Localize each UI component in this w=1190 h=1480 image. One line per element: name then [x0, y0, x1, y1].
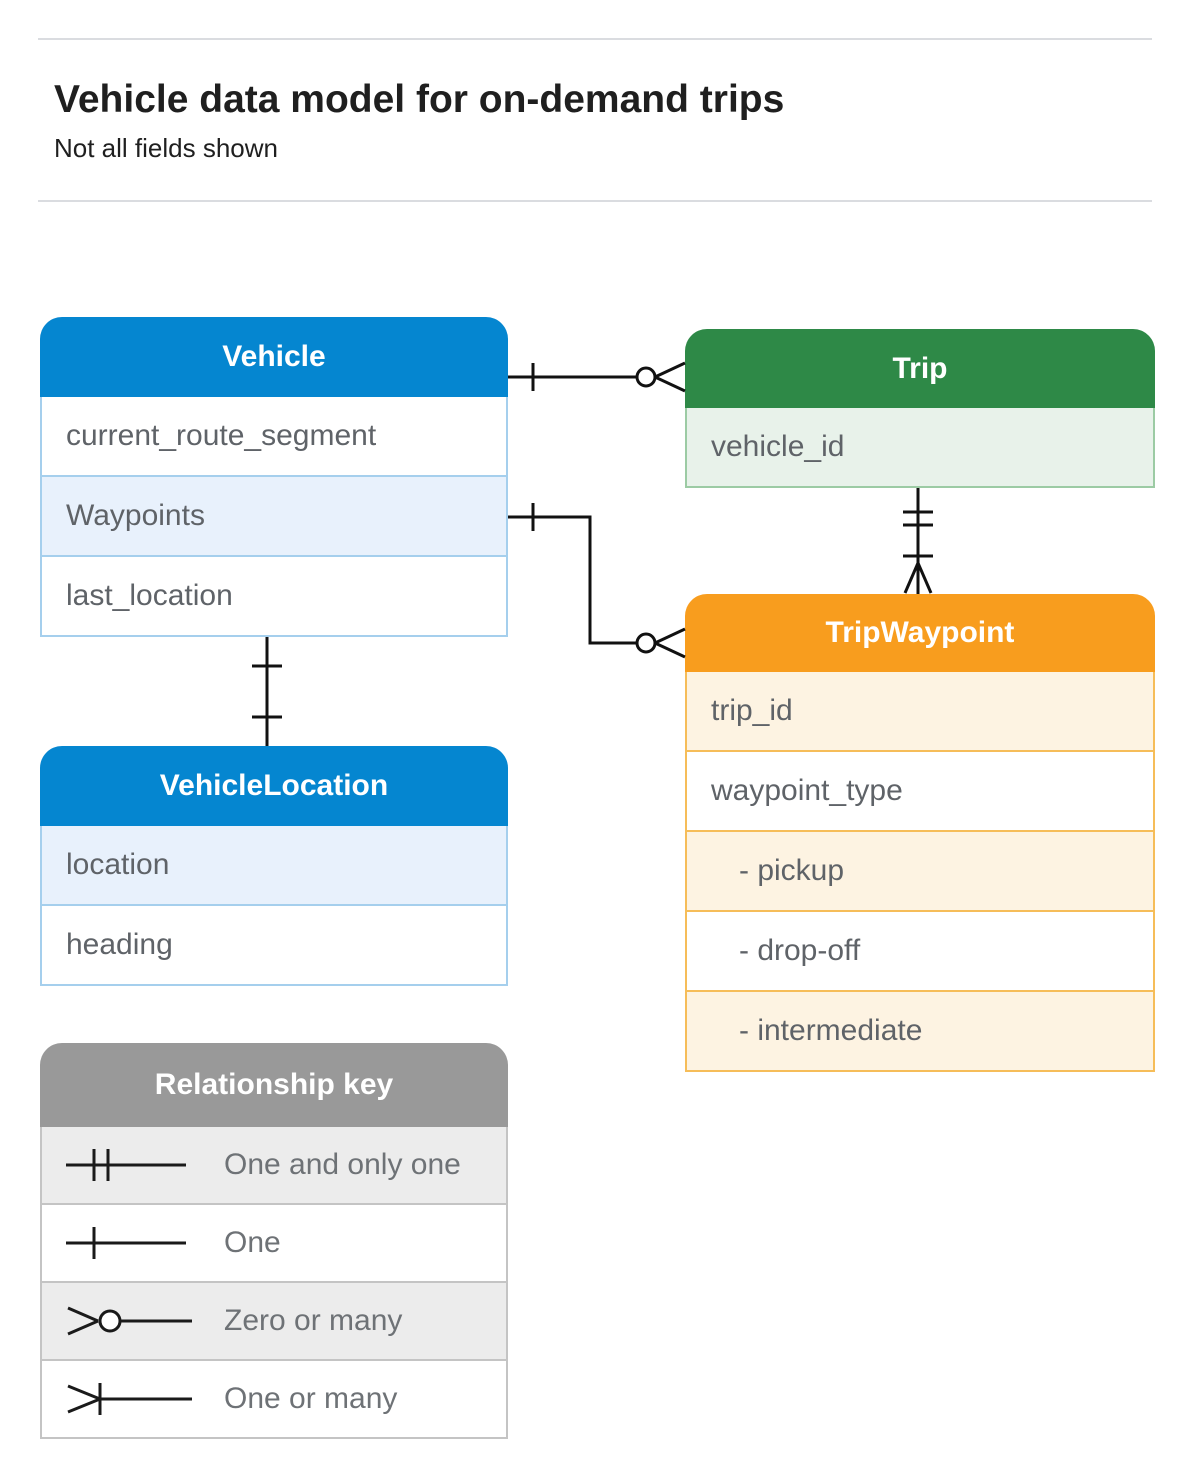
field-row-current-route-segment: current_route_segment — [42, 397, 506, 475]
connector-vehicle-trip — [508, 361, 686, 393]
relationship-key-header: Relationship key — [40, 1043, 508, 1127]
field-label: waypoint_type — [711, 774, 903, 807]
field-row-drop-off: - drop-off — [687, 910, 1153, 990]
entity-trip-title: Trip — [892, 351, 948, 385]
legend-row-one: One — [42, 1203, 506, 1281]
entity-vehicle-location: VehicleLocation location heading — [40, 746, 508, 986]
entity-vehicle-header: Vehicle — [40, 317, 508, 397]
field-row-intermediate: - intermediate — [687, 990, 1153, 1070]
entity-trip: Trip vehicle_id — [685, 329, 1155, 488]
field-label: last_location — [66, 579, 233, 612]
entity-trip-body: vehicle_id — [685, 408, 1155, 488]
entity-trip-waypoint: TripWaypoint trip_id waypoint_type - pic… — [685, 594, 1155, 1072]
entity-vehicle-location-title: VehicleLocation — [159, 769, 389, 802]
field-row-pickup: - pickup — [687, 830, 1153, 910]
one-icon — [66, 1227, 186, 1259]
entity-vehicle-title: Vehicle — [222, 340, 326, 373]
legend-label: One or many — [224, 1382, 398, 1415]
title-divider — [38, 200, 1152, 202]
entity-trip-header: Trip — [685, 329, 1155, 408]
legend-row-one-and-only-one: One and only one — [42, 1127, 506, 1203]
field-label: location — [66, 848, 170, 881]
connector-vehicle-vehiclelocation — [252, 637, 282, 746]
legend-label: Zero or many — [224, 1304, 403, 1337]
entity-vehicle-location-header: VehicleLocation — [40, 746, 508, 826]
field-label: trip_id — [711, 694, 793, 727]
one-or-many-icon — [67, 1383, 192, 1415]
entity-vehicle: Vehicle current_route_segment Waypoints … — [40, 317, 508, 637]
page-subtitle: Not all fields shown — [54, 133, 278, 163]
relationship-key-title: Relationship key — [154, 1068, 394, 1101]
field-label: Waypoints — [66, 499, 205, 532]
entity-trip-waypoint-title: TripWaypoint — [825, 616, 1015, 649]
field-row-waypoint-type: waypoint_type — [687, 750, 1153, 830]
relationship-key: Relationship key One and only one — [40, 1043, 508, 1439]
legend-row-zero-or-many: Zero or many — [42, 1281, 506, 1359]
field-label: heading — [66, 928, 173, 961]
field-label: vehicle_id — [711, 430, 845, 463]
legend-row-one-or-many: One or many — [42, 1359, 506, 1437]
field-row-location: location — [42, 826, 506, 904]
page-title: Vehicle data model for on-demand trips — [54, 78, 785, 121]
top-divider — [38, 38, 1152, 40]
entity-vehicle-body: current_route_segment Waypoints last_loc… — [40, 397, 508, 637]
field-label: - intermediate — [739, 1014, 923, 1047]
relationship-key-body: One and only one One — [40, 1127, 508, 1439]
connector-waypoints-tripwaypoint — [508, 503, 686, 659]
legend-label: One and only one — [224, 1148, 461, 1181]
field-row-waypoints: Waypoints — [42, 475, 506, 555]
field-label: - pickup — [739, 854, 845, 887]
field-row-vehicle-id: vehicle_id — [687, 408, 1153, 486]
entity-trip-waypoint-header: TripWaypoint — [685, 594, 1155, 672]
entity-trip-waypoint-body: trip_id waypoint_type - pickup - drop-of… — [685, 672, 1155, 1072]
entity-vehicle-location-body: location heading — [40, 826, 508, 986]
legend-label: One — [224, 1226, 281, 1259]
field-label: current_route_segment — [66, 419, 377, 452]
connector-trip-tripwaypoint — [903, 488, 933, 594]
field-row-trip-id: trip_id — [687, 672, 1153, 750]
field-row-last-location: last_location — [42, 555, 506, 635]
field-label: - drop-off — [739, 934, 861, 967]
field-row-heading: heading — [42, 904, 506, 984]
zero-or-many-icon — [67, 1306, 192, 1336]
one-and-only-one-icon — [66, 1149, 186, 1181]
